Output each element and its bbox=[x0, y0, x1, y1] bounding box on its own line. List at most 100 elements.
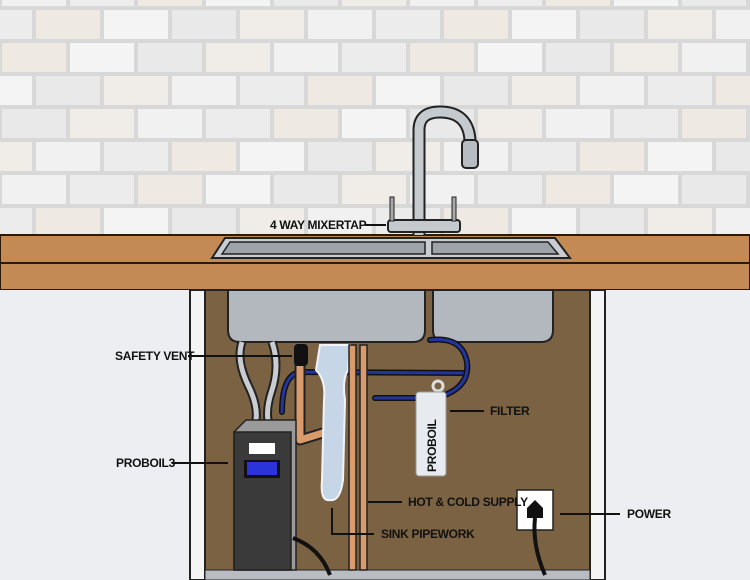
wall-tile bbox=[546, 109, 610, 138]
wall-tile bbox=[172, 208, 236, 237]
wall-tile bbox=[274, 43, 338, 72]
wall-tile bbox=[512, 10, 576, 39]
wall-tile bbox=[138, 43, 202, 72]
wall-tile bbox=[138, 175, 202, 204]
wall-tile bbox=[716, 10, 750, 39]
wall-tile bbox=[138, 109, 202, 138]
wall-tile bbox=[410, 43, 474, 72]
wall-tile bbox=[36, 208, 100, 237]
wall-tile bbox=[580, 208, 644, 237]
wall-tile bbox=[104, 142, 168, 171]
wall-tile bbox=[274, 109, 338, 138]
wall-tile bbox=[444, 76, 508, 105]
wall-tile bbox=[478, 0, 542, 6]
wall-tile bbox=[342, 43, 406, 72]
wall-tile bbox=[240, 10, 304, 39]
sink-bowl-left bbox=[227, 289, 426, 343]
label-mixertap: 4 WAY MIXERTAP bbox=[270, 218, 367, 232]
mixer-tap bbox=[387, 105, 479, 235]
wall-tile bbox=[546, 175, 610, 204]
wall-tile bbox=[478, 109, 542, 138]
sink-bowl-right bbox=[432, 289, 554, 343]
wall-tile bbox=[36, 142, 100, 171]
wall-tile bbox=[682, 109, 746, 138]
label-supply: HOT & COLD SUPPLY bbox=[408, 495, 528, 509]
wall-tile bbox=[580, 76, 644, 105]
wall-tile bbox=[104, 208, 168, 237]
wall-tile bbox=[342, 175, 406, 204]
wall-tile bbox=[172, 10, 236, 39]
wall-tile bbox=[172, 142, 236, 171]
wall-tile bbox=[716, 208, 750, 237]
wall-tile bbox=[240, 208, 304, 237]
wall-tile bbox=[70, 109, 134, 138]
filter: PROBOIL bbox=[415, 379, 447, 477]
wall-tile bbox=[308, 208, 372, 237]
wall-tile bbox=[342, 0, 406, 6]
boiler-display bbox=[247, 462, 277, 475]
wall-tile bbox=[512, 76, 576, 105]
wall-tile bbox=[648, 142, 712, 171]
wall-tile bbox=[376, 10, 440, 39]
wall-tile bbox=[614, 0, 678, 6]
wall-tile bbox=[648, 76, 712, 105]
label-power: POWER bbox=[627, 507, 671, 521]
wall-tile bbox=[716, 76, 750, 105]
wall-tile bbox=[478, 43, 542, 72]
cabinet-frame-right bbox=[589, 289, 606, 580]
wall-tile bbox=[2, 109, 66, 138]
label-sink-pipework: SINK PIPEWORK bbox=[381, 527, 475, 541]
wall-tile bbox=[36, 76, 100, 105]
wall-tile bbox=[716, 142, 750, 171]
wall-tile bbox=[70, 175, 134, 204]
wall-tile bbox=[70, 43, 134, 72]
wall-tile bbox=[444, 10, 508, 39]
wall-tile bbox=[546, 0, 610, 6]
wall-tile bbox=[580, 142, 644, 171]
wall-tile bbox=[512, 208, 576, 237]
wall-tile bbox=[478, 175, 542, 204]
safety-vent-valve bbox=[294, 344, 308, 366]
wall-tile bbox=[308, 76, 372, 105]
hot-cold-supply-pipes bbox=[348, 344, 368, 571]
boiler-power-cable bbox=[292, 536, 332, 576]
wall-tile bbox=[614, 109, 678, 138]
cabinet-frame-left bbox=[189, 289, 206, 580]
cabinet-floor bbox=[204, 569, 591, 580]
wall-tile bbox=[206, 109, 270, 138]
wall-tile bbox=[614, 175, 678, 204]
wall-tile bbox=[682, 0, 746, 6]
wall-tile bbox=[2, 43, 66, 72]
boiler-indicator bbox=[249, 443, 275, 454]
wall-tile bbox=[0, 208, 32, 237]
wall-tile bbox=[308, 142, 372, 171]
label-safety-vent: SAFETY VENT bbox=[115, 349, 195, 363]
wall-tile bbox=[104, 10, 168, 39]
wall-tile bbox=[308, 10, 372, 39]
wall-tile bbox=[274, 0, 338, 6]
wall-tile bbox=[240, 142, 304, 171]
wall-tile bbox=[546, 43, 610, 72]
wall-tile bbox=[70, 0, 134, 6]
wall-tile bbox=[342, 109, 406, 138]
power-socket bbox=[516, 489, 554, 576]
wall-tile bbox=[104, 76, 168, 105]
label-filter: FILTER bbox=[490, 404, 530, 418]
wall-tile bbox=[240, 76, 304, 105]
wall-tile bbox=[580, 10, 644, 39]
wall-tile bbox=[614, 43, 678, 72]
leader-lines bbox=[172, 224, 620, 535]
wall-tile bbox=[648, 208, 712, 237]
wall-tile bbox=[410, 0, 474, 6]
wall-tile bbox=[206, 43, 270, 72]
wall-tile bbox=[206, 0, 270, 6]
wall-tile bbox=[0, 76, 32, 105]
wall-tile bbox=[512, 142, 576, 171]
wall-tile bbox=[2, 0, 66, 6]
label-proboil3: PROBOIL3 bbox=[116, 456, 176, 470]
wall-tile bbox=[376, 142, 440, 171]
wall-tile bbox=[682, 43, 746, 72]
wall-tile bbox=[648, 10, 712, 39]
wall-tile bbox=[206, 175, 270, 204]
sink-pipework bbox=[314, 344, 352, 502]
